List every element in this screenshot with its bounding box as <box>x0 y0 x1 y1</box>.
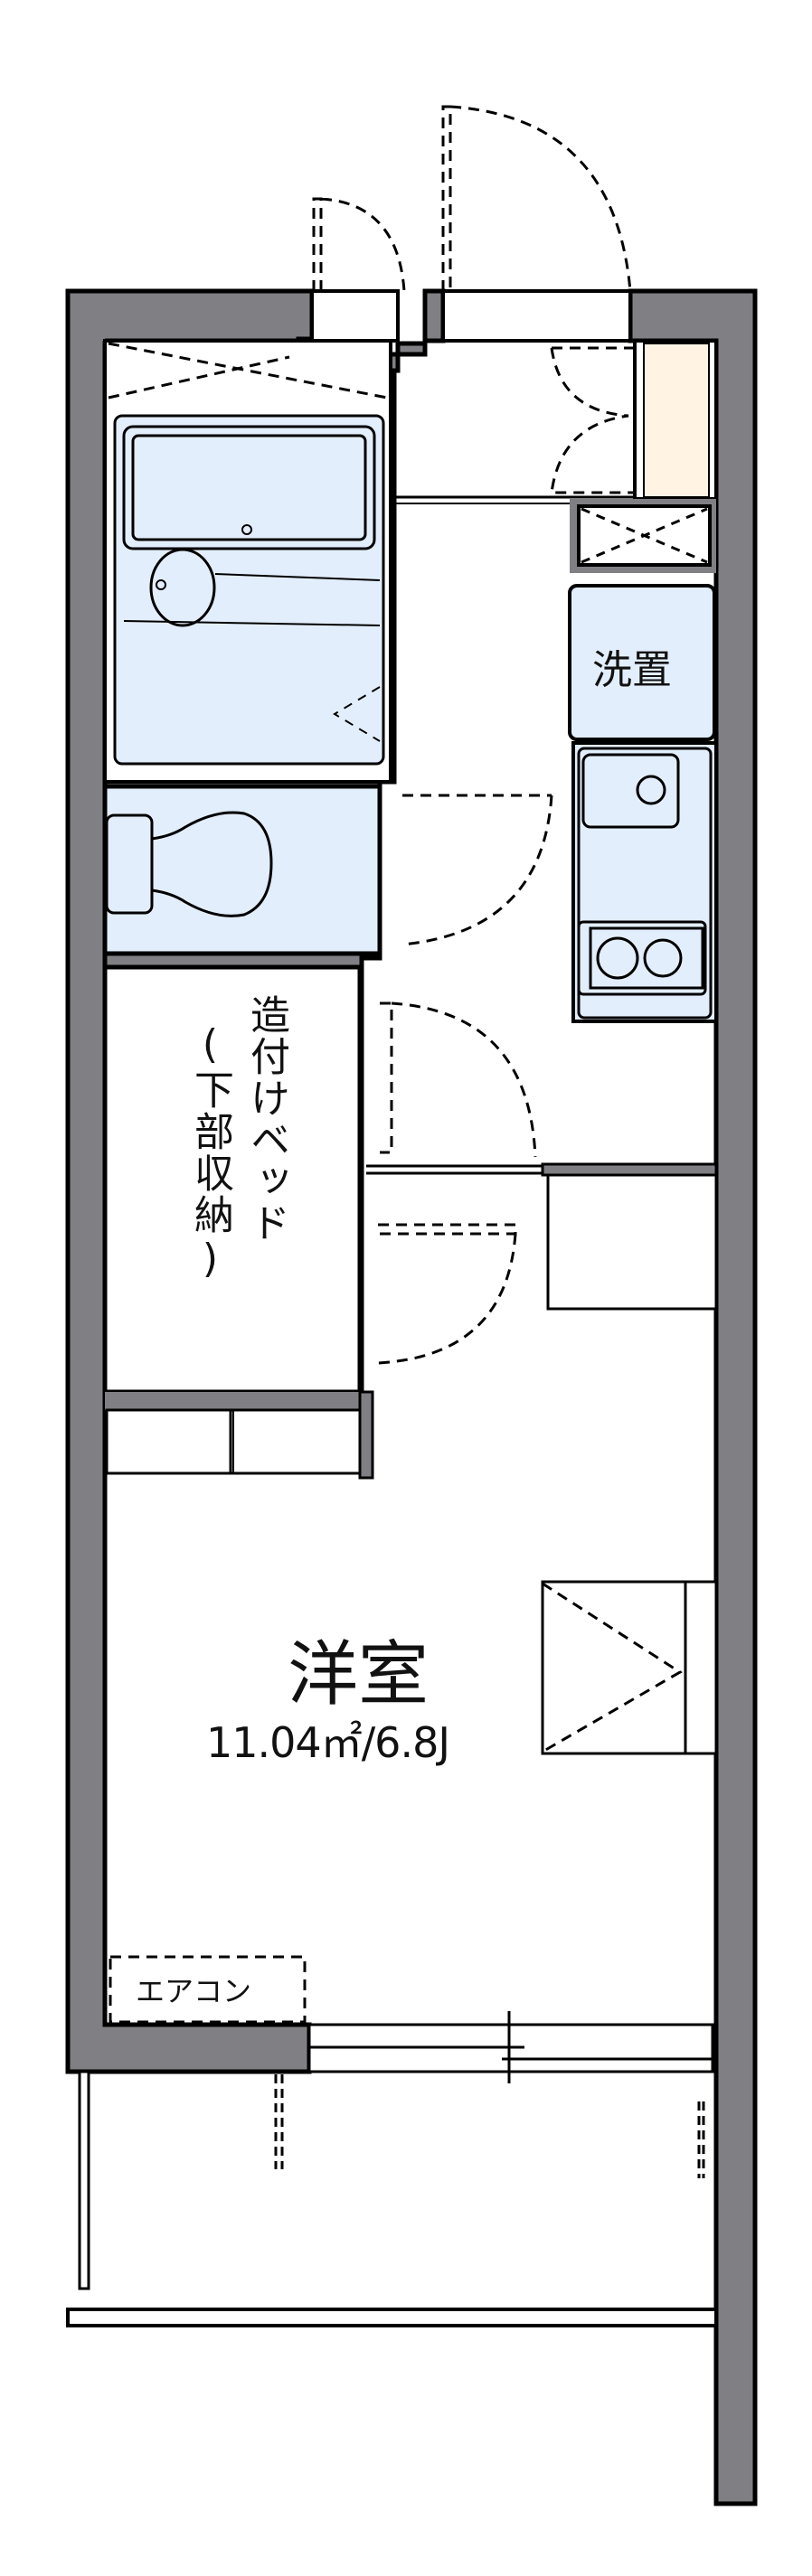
entry-door-swing <box>441 105 632 292</box>
built-in-bed <box>102 964 363 1395</box>
washer-space <box>568 584 716 741</box>
balcony-post <box>78 2070 90 2290</box>
kitchen-sink <box>581 753 680 829</box>
room-closet <box>541 1580 718 1755</box>
kitchen-counter <box>571 741 718 1023</box>
toilet-tank <box>105 813 154 915</box>
western-room-name: 洋室 <box>288 1634 430 1716</box>
built-in-bed-label: 造付けベッド <box>243 994 289 1244</box>
western-room-area: 11.04㎡/6.8J <box>206 1718 450 1767</box>
entry-frame <box>441 289 632 343</box>
small-door-swing <box>312 197 406 292</box>
built-in-bed-sublabel: (下部収納) <box>187 1021 233 1283</box>
air-conditioner-label: エアコン <box>136 1974 252 2008</box>
air-conditioner <box>109 1955 307 2024</box>
balcony-railing <box>66 2308 718 2327</box>
stove-burner-2 <box>643 938 683 978</box>
bath-window-frame <box>310 289 400 343</box>
stove-burner-1 <box>596 936 639 980</box>
refrigerator-space <box>546 1173 718 1311</box>
stove <box>577 920 707 996</box>
washer-space-label: 洗置 <box>592 647 672 693</box>
toilet-bowl <box>151 811 273 917</box>
